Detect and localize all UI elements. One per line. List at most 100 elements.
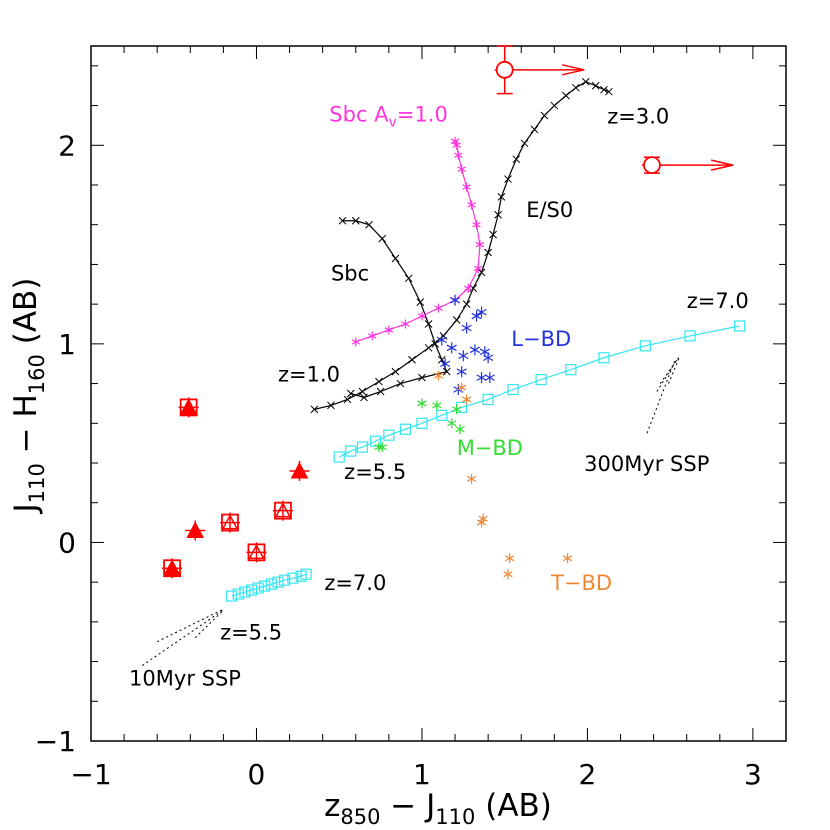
track-point	[360, 393, 368, 402]
track-point	[452, 316, 461, 324]
ssp-point	[356, 441, 368, 453]
ssp-point	[287, 572, 299, 584]
cross-stroke	[346, 389, 355, 398]
star-point	[478, 513, 488, 524]
annotation-label: L−BD	[511, 327, 571, 351]
track-300myr-ssp	[333, 320, 746, 463]
star-point	[476, 306, 487, 318]
observed-sources	[162, 45, 734, 579]
star-point	[464, 283, 473, 293]
pointer-line	[668, 355, 681, 384]
star-point	[483, 352, 494, 364]
star-point	[461, 322, 472, 334]
ssp-point	[598, 352, 610, 364]
brown-dwarf-points	[374, 294, 573, 580]
star-stroke	[476, 519, 487, 526]
star-stroke	[433, 372, 444, 379]
track-point	[375, 377, 383, 386]
track-point	[391, 367, 400, 376]
track-point	[469, 284, 478, 293]
track-point	[431, 340, 440, 348]
ssp-point	[436, 409, 448, 421]
star-stroke	[476, 308, 487, 316]
star-point	[351, 337, 360, 347]
star-point	[458, 350, 469, 362]
star-stroke	[401, 321, 410, 327]
star-point	[436, 334, 447, 346]
ssp-point	[300, 568, 312, 580]
cross-stroke	[416, 298, 425, 307]
observed-open-triangle	[221, 513, 239, 530]
star-point	[368, 331, 377, 341]
star-stroke	[478, 515, 488, 522]
cross-stroke	[550, 101, 559, 110]
track-point	[605, 87, 613, 96]
y-tick-label: 1	[58, 328, 76, 361]
star-stroke	[484, 374, 495, 381]
star-stroke	[461, 324, 472, 332]
star-point	[433, 370, 444, 381]
model-tracks	[226, 77, 746, 602]
pointer-line	[156, 609, 222, 643]
cross-stroke	[391, 254, 400, 263]
annotation-label: z=5.5	[220, 621, 282, 645]
star-stroke	[455, 426, 465, 433]
cross-stroke	[408, 355, 416, 364]
star-point	[455, 424, 465, 435]
cross-stroke	[360, 393, 368, 402]
annotation-label: Sbc	[331, 261, 369, 285]
annotation-label: 300Myr SSP	[584, 452, 709, 476]
ssp-point	[272, 576, 284, 588]
star-point	[467, 200, 476, 210]
cross-stroke	[418, 373, 426, 382]
annotation-label: z=1.0	[278, 363, 340, 387]
star-stroke	[469, 346, 480, 354]
track-line	[314, 81, 610, 410]
cross-stroke	[530, 125, 539, 134]
star-point	[452, 404, 462, 415]
ssp-point	[345, 445, 357, 457]
star-point	[417, 311, 427, 321]
star-point	[447, 418, 457, 429]
plot-frame	[90, 45, 787, 742]
track-e-s0	[310, 77, 613, 414]
ssp-point	[416, 417, 428, 429]
cross-stroke	[375, 377, 383, 386]
x-axis-label: z850 − J110 (AB)	[324, 788, 552, 829]
y-axis-label: J110 − H160 (AB)	[8, 278, 49, 515]
ssp-point	[265, 578, 277, 590]
ssp-point	[639, 340, 651, 352]
cross-stroke	[310, 405, 319, 414]
x-tick-label: −1	[70, 758, 111, 791]
ssp-point	[370, 435, 382, 447]
star-stroke	[384, 327, 394, 333]
track-point	[365, 220, 373, 229]
annotation-label: E/S0	[526, 198, 573, 222]
star-stroke	[368, 333, 377, 339]
star-stroke	[432, 402, 442, 409]
star-point	[472, 220, 481, 230]
track-point	[497, 193, 506, 201]
star-stroke	[457, 384, 467, 391]
star-stroke	[474, 265, 483, 272]
y-tick-label: −1	[35, 725, 76, 758]
star-stroke	[454, 152, 463, 158]
cross-stroke	[424, 320, 433, 328]
track-point	[327, 401, 335, 410]
star-stroke	[449, 296, 461, 304]
axis-ticks	[90, 46, 787, 742]
cross-stroke	[562, 91, 570, 100]
cross-stroke	[600, 85, 608, 94]
star-stroke	[434, 305, 443, 311]
track-point	[512, 155, 521, 164]
track-point	[591, 81, 600, 90]
ssp-point	[232, 588, 244, 600]
observed-triangle	[179, 398, 198, 415]
track-point	[416, 298, 425, 307]
track-point	[462, 300, 471, 308]
cross-stroke	[431, 340, 440, 348]
star-point	[457, 164, 466, 174]
star-point	[471, 310, 482, 322]
star-point	[454, 150, 463, 160]
pointer-line	[194, 611, 223, 639]
